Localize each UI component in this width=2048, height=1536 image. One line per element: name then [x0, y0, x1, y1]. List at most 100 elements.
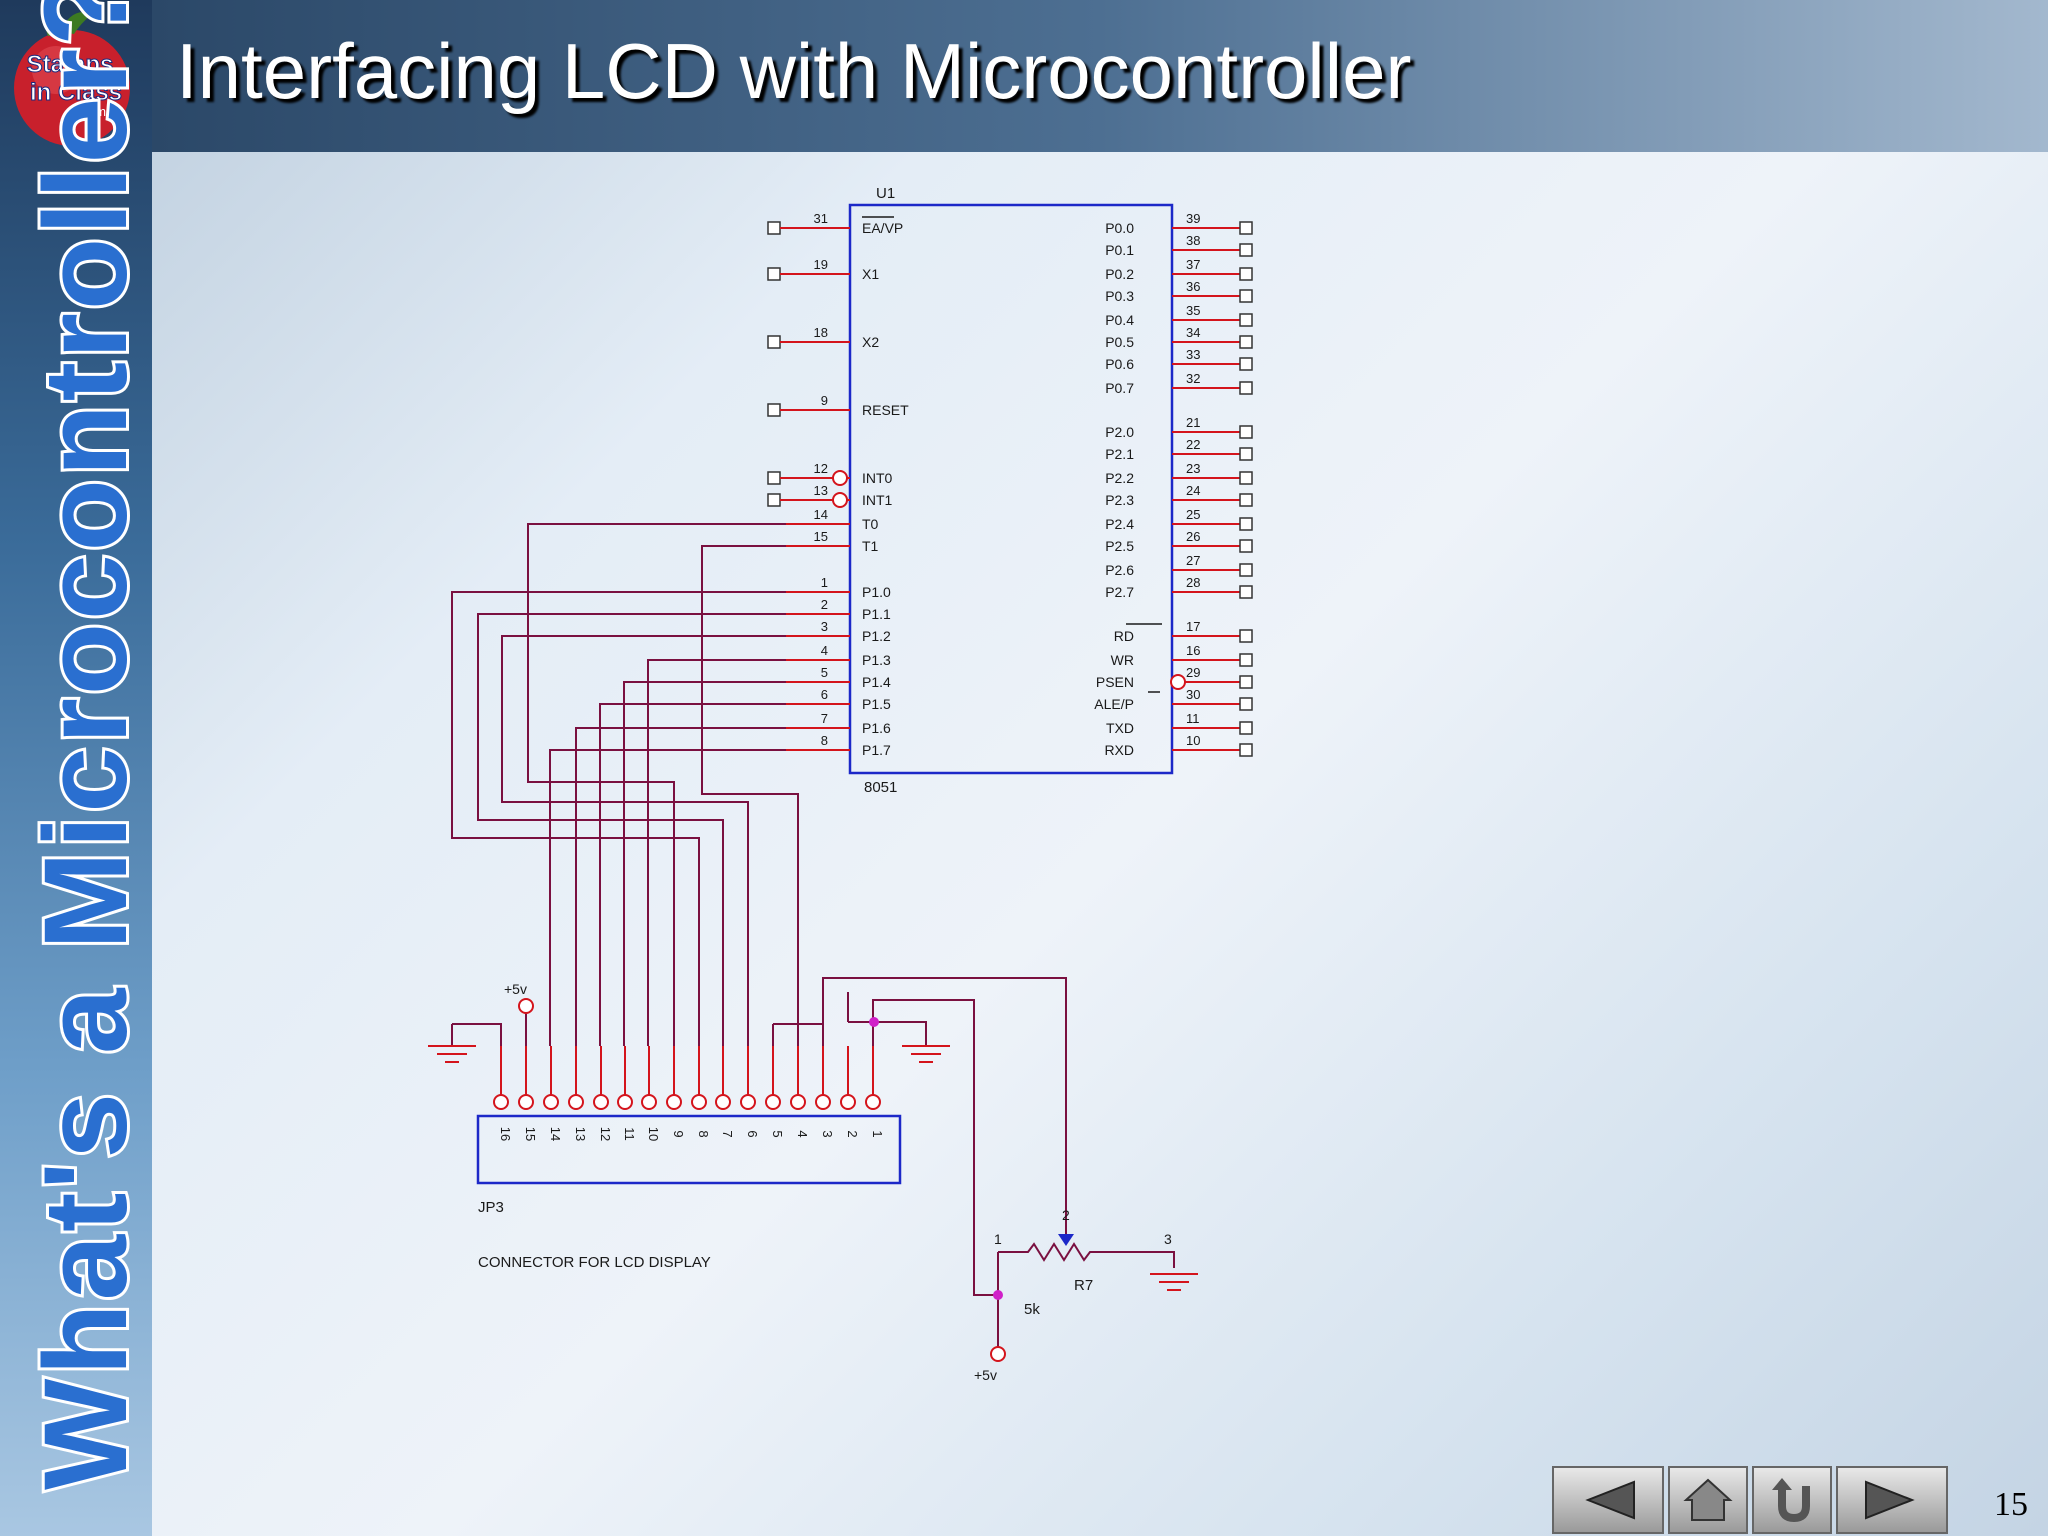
svg-text:Stamps: Stamps	[27, 51, 114, 78]
pin-terminal	[1239, 563, 1253, 577]
pin-terminal	[767, 403, 781, 417]
wire	[549, 749, 786, 1046]
pin-terminal	[1239, 471, 1253, 485]
ic-pin-name: P2.6	[1105, 562, 1134, 578]
back-button[interactable]	[1552, 1466, 1664, 1534]
ic-pin-name: P0.5	[1105, 334, 1134, 350]
wire	[452, 1023, 502, 1046]
lcd-interface-schematic: U1 8051 31EA/VP19X118X29RESET12INT013INT…	[428, 185, 1253, 1383]
return-button[interactable]	[1752, 1466, 1832, 1534]
wire	[872, 999, 999, 1296]
home-button[interactable]	[1668, 1466, 1748, 1534]
connector-pin-number: 13	[573, 1127, 588, 1141]
connector-label: CONNECTOR FOR LCD DISPLAY	[478, 1254, 711, 1271]
home-icon	[1683, 1478, 1733, 1521]
connector-pin-terminal	[666, 1094, 682, 1110]
pot-wiper-arrow	[1058, 1234, 1074, 1246]
connector-pin-number: 10	[646, 1127, 661, 1141]
ic-pin-number: 38	[1186, 233, 1200, 248]
ground-symbols	[428, 1045, 1198, 1291]
triangle-right-icon	[1865, 1480, 1915, 1520]
ic-pin-number: 33	[1186, 347, 1200, 362]
slide-navigation	[1552, 1466, 1948, 1536]
page-number: 15	[1994, 1486, 2028, 1523]
supply-label-bottom: +5v	[974, 1367, 997, 1383]
triangle-left-icon	[1585, 1480, 1635, 1520]
ic-pin-number: 39	[1186, 211, 1200, 226]
ic-pin-name: RESET	[862, 402, 909, 418]
pot-value: 5k	[1024, 1301, 1040, 1318]
forward-button[interactable]	[1836, 1466, 1948, 1534]
inversion-bubble	[832, 492, 848, 508]
ic-pin-number: 8	[821, 733, 828, 748]
ic-pin-number: 31	[814, 211, 828, 226]
connector-pin-terminal	[740, 1094, 756, 1110]
ic-pin-number: 26	[1186, 529, 1200, 544]
ic-pin-number: 7	[821, 711, 828, 726]
ic-pin-name: P2.4	[1105, 516, 1134, 532]
ic-pin-name: P2.7	[1105, 584, 1134, 600]
ic-pin-name: P1.6	[862, 720, 891, 736]
svg-text:in Class: in Class	[30, 79, 122, 106]
ic-body	[848, 203, 1174, 775]
ic-pin-number: 30	[1186, 687, 1200, 702]
wire	[1144, 1251, 1175, 1268]
return-icon	[1772, 1478, 1810, 1523]
ic-pin-name: X1	[862, 266, 879, 282]
wire	[575, 727, 786, 1046]
pin-terminal	[1239, 267, 1253, 281]
pin-terminal	[767, 493, 781, 507]
ic-pin-name: P0.4	[1105, 312, 1134, 328]
ic-pin-number: 37	[1186, 257, 1200, 272]
slide-title: Interfacing LCD with Microcontroller	[176, 27, 1412, 115]
ic-pin-name: P1.2	[862, 628, 891, 644]
ic-pin-number: 36	[1186, 279, 1200, 294]
ic-pin-number: 35	[1186, 303, 1200, 318]
pot-pin-3: 3	[1164, 1231, 1172, 1247]
ic-pin-name: WR	[1111, 652, 1134, 668]
wire	[848, 1021, 927, 1046]
pin-terminal	[1239, 447, 1253, 461]
pin-terminal	[1239, 335, 1253, 349]
ic-pin-name: RD	[1114, 628, 1134, 644]
ic-pin-number: 11	[1186, 711, 1200, 726]
connector-pin-number: 7	[720, 1130, 735, 1137]
ic-pin-number: 14	[814, 507, 828, 522]
svg-text:.com: .com	[78, 104, 106, 119]
sidebar-band	[0, 0, 152, 1536]
pin-terminal	[1239, 743, 1253, 757]
connector-pin-number: 14	[548, 1127, 563, 1141]
pin-terminal	[1239, 289, 1253, 303]
pot-pin-2: 2	[1062, 1207, 1070, 1223]
ic-pin-name: P0.3	[1105, 288, 1134, 304]
wire	[623, 681, 786, 1046]
ic-pin-name: P0.2	[1105, 266, 1134, 282]
ic-pin-name: P0.0	[1105, 220, 1134, 236]
ic-pin-number: 4	[821, 643, 828, 658]
ic-pin-name: T1	[862, 538, 879, 554]
ic-pin-name: X2	[862, 334, 879, 350]
ic-ref: U1	[876, 185, 895, 202]
inversion-bubble	[832, 470, 848, 486]
ic-pin-name: P0.6	[1105, 356, 1134, 372]
connector-pin-terminal	[641, 1094, 657, 1110]
connector-pin-terminal	[790, 1094, 806, 1110]
pin-terminal	[1239, 653, 1253, 667]
ic-left-pins: 31EA/VP19X118X29RESET12INT013INT114T015T…	[767, 211, 909, 758]
pin-terminal	[767, 471, 781, 485]
ic-pin-number: 1	[821, 575, 828, 590]
ic-pin-number: 12	[814, 461, 828, 476]
ic-pin-number: 22	[1186, 437, 1200, 452]
supply-terminal	[990, 1346, 1006, 1362]
ic-pin-name: P2.5	[1105, 538, 1134, 554]
ic-pin-number: 6	[821, 687, 828, 702]
connector-pin-terminal	[865, 1094, 881, 1110]
wire-junction	[993, 1290, 1003, 1300]
ic-pin-number: 15	[814, 529, 828, 544]
ic-pin-number: 18	[814, 325, 828, 340]
wire	[527, 523, 786, 1046]
ic-pin-name: P1.1	[862, 606, 891, 622]
connector-pin-terminal	[518, 1094, 534, 1110]
